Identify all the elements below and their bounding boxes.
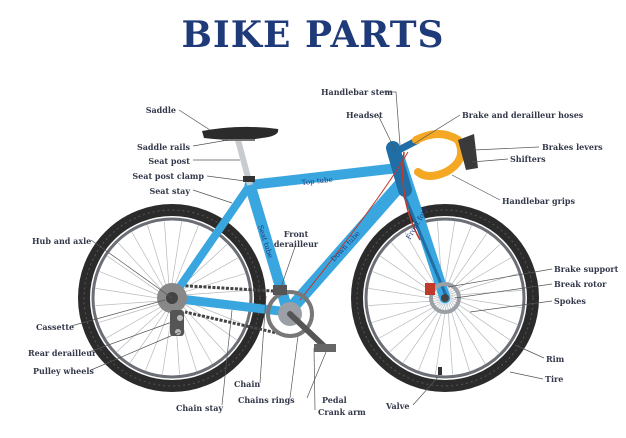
label-pulley-wheels: Pulley wheels [33,366,94,376]
label-front-derailleur-line1: Front [283,229,309,239]
derailleur-hose-shape [299,151,409,301]
label-chain: Chain [234,379,261,389]
spoke [447,244,501,293]
label-valve: Valve [386,401,410,411]
label-hub-and-axle: Hub and axle [32,236,92,246]
spoke [448,257,511,294]
label-handlebar-stem: Handlebar stem [321,87,393,97]
pedal-shape [314,344,336,352]
spoke [448,302,470,372]
spoke [446,233,488,293]
spoke [106,302,169,339]
brake-caliper-shape [425,283,435,295]
spoke [171,225,199,293]
brake-rotor-shape [429,282,461,314]
spoke [95,300,167,306]
frame-label-down-tube: Down tube [330,230,362,264]
spoke [99,271,167,299]
label-seat-post-clamp: Seat post clamp [132,171,204,181]
seat-post-clamp-shape [243,176,255,182]
label-front-derailleur-line2: derailleur [273,239,319,249]
label-chain-stay: Chain stay [176,403,224,413]
spoke [447,303,453,375]
spoke [95,288,167,300]
label-brakes-levers: Brakes levers [542,142,603,152]
label-seat-stay: Seat stay [149,186,190,196]
spoke [418,303,446,371]
label-break-rotor: Break rotor [554,279,607,289]
spoke [98,301,168,323]
handlebar-grips-shape [412,130,465,180]
spoke [177,290,249,296]
brake-hose-shape [401,151,421,241]
saddle-shape [202,126,279,140]
spoke [164,221,170,293]
spoke [389,303,443,352]
label-brake-support: Brake support [554,264,619,274]
crank-arm-shape [287,311,329,351]
label-cassette: Cassette [36,322,75,332]
chainrings-shape [266,290,314,338]
label-saddle-rails: Saddle rails [136,142,190,152]
label-spokes: Spokes [554,296,586,306]
label-rear-derailleur: Rear derailleur [28,348,97,358]
label-crank-arm: Crank arm [318,407,366,417]
spoke [147,224,169,294]
label-tire: Tire [545,374,564,384]
spoke [368,300,440,306]
spoke [450,297,518,325]
label-front-derailleur: Front derailleur [268,229,324,249]
spoke [145,303,173,371]
spoke [371,301,441,323]
pulley-wheel-shape [177,315,183,321]
spoke [177,299,237,341]
label-headset: Headset [346,110,383,120]
spoke [450,296,522,308]
spoke [449,301,486,364]
spoke [402,303,444,363]
valve-shape [438,367,442,375]
spoke [450,290,522,296]
page-title: BIKE PARTS [181,14,445,56]
front-hub-shape [441,294,449,302]
spoke [131,232,168,295]
brake-lever-shape [458,134,478,170]
spoke [177,300,226,354]
front-wheel [351,204,539,392]
label-seat-post: Seat post [148,156,190,166]
leader-lines [70,91,553,411]
spoke [450,300,499,354]
label-brake-and-derailleur-hoses: Brake and derailleur hoses [462,110,584,120]
label-chains-rings: Chains rings [238,395,295,405]
spoke [175,257,238,294]
spoke [379,302,442,339]
spoke [129,303,171,363]
spoke [116,303,170,352]
label-handlebar-grips: Handlebar grips [502,196,576,206]
spoke [368,288,440,300]
spoke [107,255,167,297]
spoke [435,303,447,375]
spoke [118,242,167,296]
frame-label-top-tube: Top tube [301,176,333,187]
label-saddle: Saddle [145,105,176,115]
spoke [176,273,246,295]
spoke [443,221,455,293]
label-rim: Rim [546,354,565,364]
label-pedal: Pedal [322,395,347,405]
label-shifters: Shifters [510,154,546,164]
spoke [450,299,510,341]
spoke [444,225,472,293]
spoke [170,221,182,293]
